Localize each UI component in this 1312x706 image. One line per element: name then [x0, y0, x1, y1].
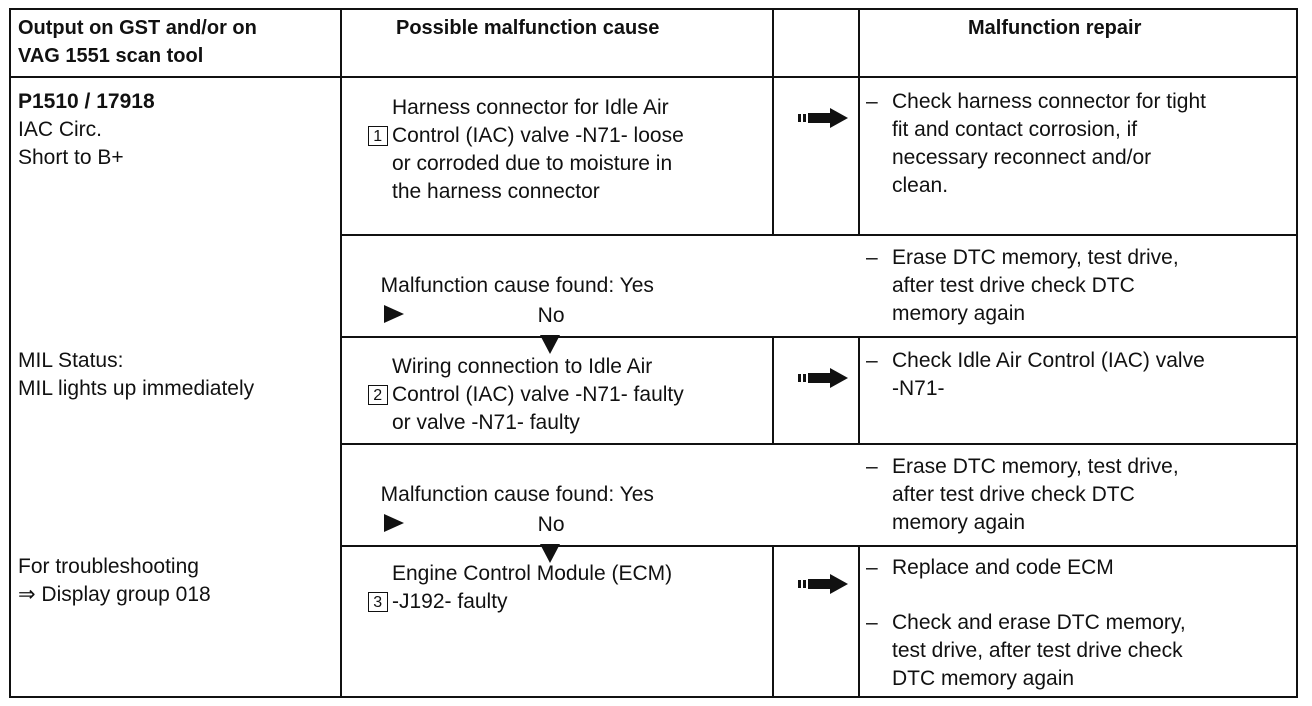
- header-col3: Malfunction repair: [968, 17, 1142, 39]
- step1-repair-1: Check harness connector for tight: [892, 90, 1206, 113]
- found1-bottom-line: [340, 336, 1298, 338]
- step3-cause-1: Engine Control Module (ECM): [392, 562, 673, 585]
- step1-repair-2: fit and contact corrosion, if: [892, 118, 1138, 141]
- triangle-right-icon: [383, 514, 404, 533]
- step1-number-box: 1: [367, 126, 388, 146]
- step1-cause-2: Control (IAC) valve -N71- loose: [392, 124, 684, 147]
- step2-right-divider: [772, 336, 774, 443]
- step3-cause-2: -J192- faulty: [392, 590, 508, 613]
- step3-number: 3: [356, 560, 394, 616]
- step1-cause-3: or corroded due to moisture in: [392, 152, 673, 175]
- found1-action-3: memory again: [892, 302, 1026, 325]
- step3-repair-1: Replace and code ECM: [892, 556, 1114, 579]
- step1-cause-4: the harness connector: [392, 180, 600, 203]
- step1-number: 1: [356, 94, 394, 150]
- found1-yes-label: Malfunction cause found: Yes: [380, 274, 654, 297]
- found2-action-3: memory again: [892, 511, 1026, 534]
- triangle-right-icon: [383, 305, 404, 324]
- triangle-down-icon: [539, 544, 560, 564]
- header-col1-line1: Output on GST and/or on: [18, 17, 257, 39]
- troubleshooting-1: For troubleshooting: [18, 555, 199, 578]
- found2-yes: Malfunction cause found: Yes: [369, 453, 654, 537]
- found1-action-2: after test drive check DTC: [892, 274, 1135, 297]
- troubleshooting-2: ⇒ Display group 018: [18, 583, 211, 606]
- step2-repair-2: -N71-: [892, 377, 945, 400]
- step2-repair-dash: –: [866, 349, 878, 372]
- step3-right-divider: [772, 545, 774, 698]
- malfunction-table: [9, 8, 1298, 698]
- step2-cause-1: Wiring connection to Idle Air: [392, 355, 653, 378]
- found2-yes-label: Malfunction cause found: Yes: [380, 483, 654, 506]
- step1-cause-1: Harness connector for Idle Air: [392, 96, 669, 119]
- step2-number: 2: [356, 353, 394, 409]
- step3-repair2-3: DTC memory again: [892, 667, 1075, 690]
- found1-dash: –: [866, 246, 878, 269]
- found2-no-label: No: [537, 513, 565, 536]
- step2-repair-1: Check Idle Air Control (IAC) valve: [892, 349, 1205, 372]
- found2-bottom-line: [340, 545, 1298, 547]
- step3-repair-divider: [858, 545, 860, 698]
- header-col3-divider: [858, 8, 860, 76]
- step1-bottom-line: [340, 234, 1298, 236]
- step2-bottom-line: [340, 443, 1298, 445]
- step3-repair-dash: –: [866, 556, 878, 579]
- col1-divider: [340, 8, 342, 698]
- fault-desc-1: IAC Circ.: [18, 118, 102, 141]
- step1-repair-divider: [858, 76, 860, 234]
- step2-repair-divider: [858, 336, 860, 443]
- found2-action-2: after test drive check DTC: [892, 483, 1135, 506]
- header-col2-divider: [772, 8, 774, 76]
- step1-arrow-icon: [798, 108, 848, 128]
- found1-action-1: Erase DTC memory, test drive,: [892, 246, 1179, 269]
- found2-no: No: [526, 483, 565, 567]
- step2-cause-3: or valve -N71- faulty: [392, 411, 580, 434]
- step2-arrow-icon: [798, 368, 848, 388]
- fault-code: P1510 / 17918: [18, 90, 155, 113]
- triangle-down-icon: [539, 335, 560, 355]
- step3-repair2-2: test drive, after test drive check: [892, 639, 1183, 662]
- header-divider: [9, 76, 1298, 78]
- mil-status-2: MIL lights up immediately: [18, 377, 255, 400]
- step3-number-box: 3: [367, 592, 388, 612]
- step1-repair-dash: –: [866, 90, 878, 113]
- step3-repair2-1: Check and erase DTC memory,: [892, 611, 1186, 634]
- header-col2: Possible malfunction cause: [396, 17, 660, 39]
- found2-dash: –: [866, 455, 878, 478]
- step2-cause-2: Control (IAC) valve -N71- faulty: [392, 383, 684, 406]
- fault-desc-2: Short to B+: [18, 146, 124, 169]
- found1-yes: Malfunction cause found: Yes: [369, 244, 654, 328]
- step3-repair2-dash: –: [866, 611, 878, 634]
- found2-action-1: Erase DTC memory, test drive,: [892, 455, 1179, 478]
- step1-right-divider: [772, 76, 774, 234]
- found1-no-label: No: [537, 304, 565, 327]
- header-col1-line2: VAG 1551 scan tool: [18, 45, 204, 67]
- step3-arrow-icon: [798, 574, 848, 594]
- step2-number-box: 2: [367, 385, 388, 405]
- step1-repair-3: necessary reconnect and/or: [892, 146, 1152, 169]
- step1-repair-4: clean.: [892, 174, 949, 197]
- mil-status-1: MIL Status:: [18, 349, 124, 372]
- found1-no: No: [526, 274, 565, 358]
